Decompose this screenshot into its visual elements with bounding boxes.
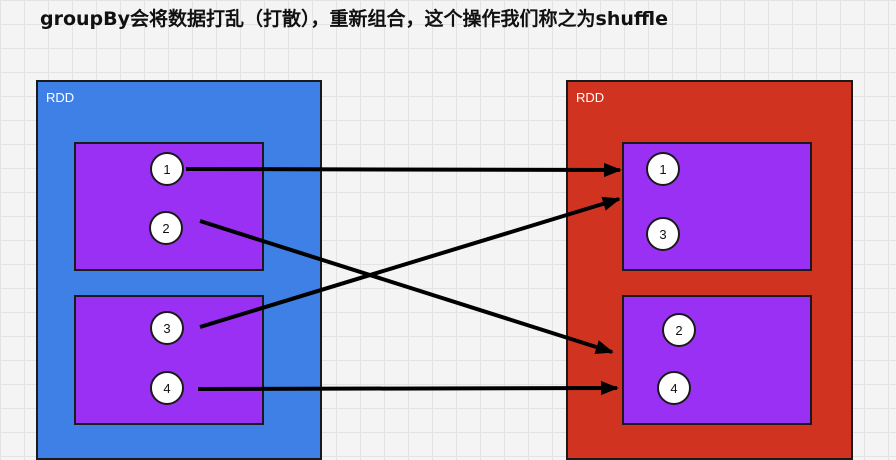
- target-node-3: 3: [646, 217, 680, 251]
- target-rdd-label: RDD: [576, 90, 605, 105]
- target-node-1: 1: [646, 152, 680, 186]
- node-1: 1: [150, 152, 184, 186]
- page-title: groupBy会将数据打乱（打散），重新组合，这个操作我们称之为shuffle: [40, 8, 668, 30]
- target-node-2: 2: [662, 313, 696, 347]
- source-rdd-label: RDD: [46, 90, 75, 105]
- node-4: 4: [150, 371, 184, 405]
- target-partition-2: [622, 295, 812, 425]
- target-node-4: 4: [657, 371, 691, 405]
- node-2: 2: [149, 211, 183, 245]
- node-3: 3: [150, 311, 184, 345]
